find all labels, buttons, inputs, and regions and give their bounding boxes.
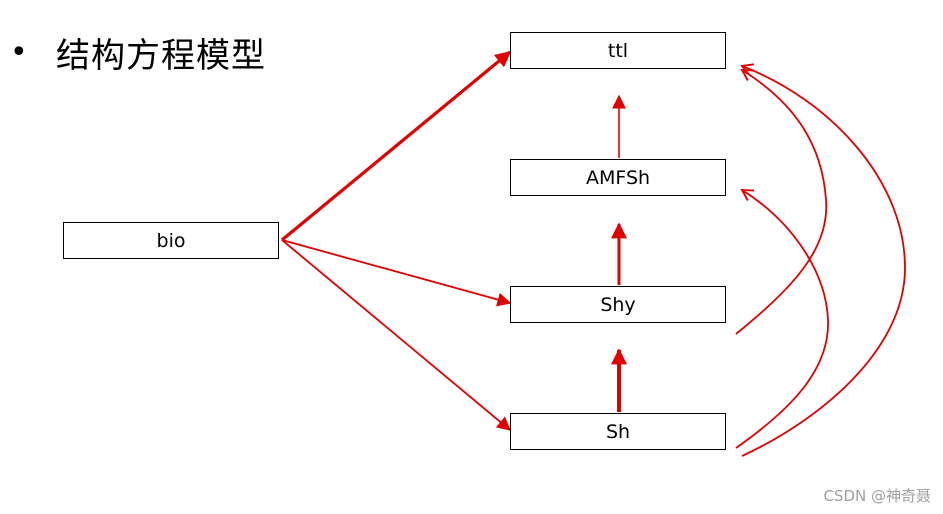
slide-title: 结构方程模型 (56, 36, 266, 76)
node-sh: Sh (510, 413, 726, 450)
node-ttl: ttl (510, 32, 726, 69)
node-shy: Shy (510, 286, 726, 323)
node-amfsh: AMFSh (510, 159, 726, 196)
edge-bio-shy (281, 239, 512, 307)
edge-shy-ttl (735, 68, 828, 335)
edge-sh-ttl (740, 63, 906, 457)
edge-bio-ttl (280, 50, 512, 242)
edge-bio-sh (281, 239, 512, 431)
node-bio: bio (63, 222, 279, 259)
slide-title-row: • 结构方程模型 (10, 28, 266, 77)
bullet-icon: • (10, 35, 28, 70)
edge-sh-amfsh (735, 188, 829, 449)
watermark: CSDN @神奇聂 (823, 487, 931, 505)
